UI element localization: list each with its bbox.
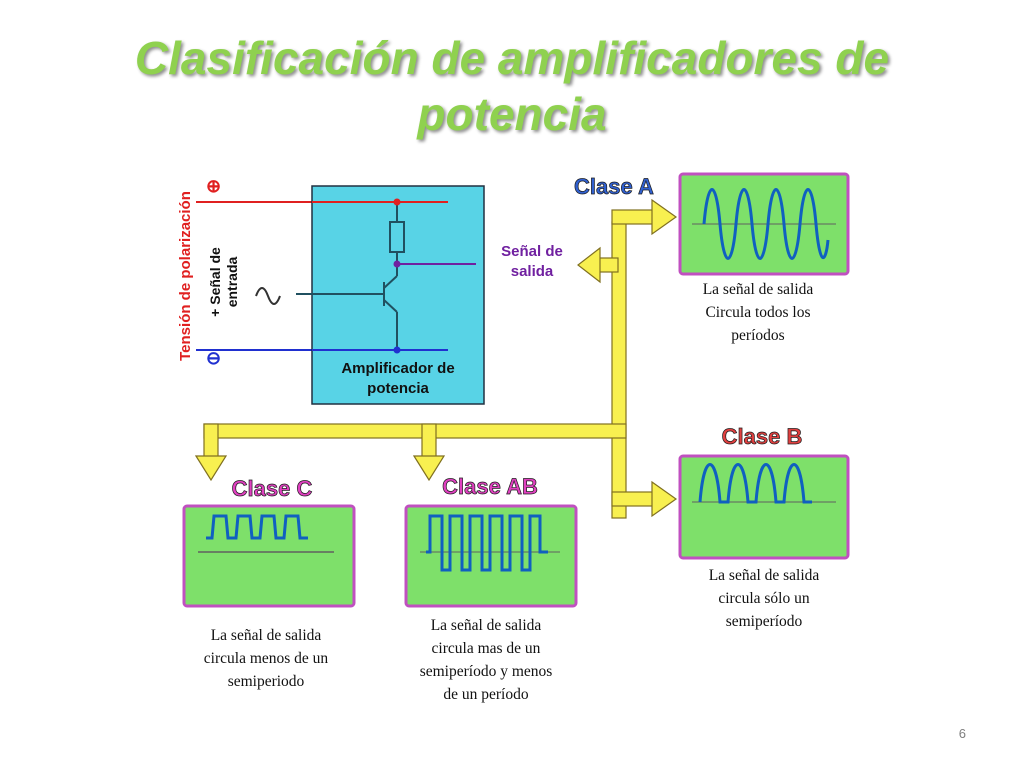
svg-text:semiperíodo: semiperíodo [726,613,803,630]
class-b-panel [678,454,850,560]
output-signal-label-line-1: Señal de [501,243,563,260]
class-c-caption: La señal de salida circula menos de un s… [204,627,329,690]
amplifier-label-line-1: Amplificador de [341,360,454,377]
class-c-panel [182,504,356,608]
svg-text:La señal de salida: La señal de salida [431,617,542,634]
slide-title: Clasificación de amplificadores de poten… [0,30,1024,142]
svg-text:períodos: períodos [731,327,784,344]
input-signal-label-line-2: entrada [224,257,240,308]
svg-text:de un período: de un período [443,686,528,703]
plus-sign: ⊕ [206,176,221,196]
class-ab-caption: La señal de salida circula mas de un sem… [420,617,553,703]
class-c-title: Clase C [232,476,313,501]
svg-text:Circula todos los: Circula todos los [705,304,810,321]
class-a-waveform [702,188,830,260]
svg-text:La señal de salida: La señal de salida [709,567,820,584]
svg-text:circula menos de un: circula menos de un [204,650,329,667]
class-ab-title: Clase AB [442,474,538,499]
page-number: 6 [958,726,966,741]
class-a-title: Clase A [574,174,654,199]
minus-sign: ⊖ [206,348,221,368]
slide-title-line-1: Clasificación de amplificadores de [134,32,890,84]
class-ab-waveform [426,514,548,572]
class-b-caption: La señal de salida circula sólo un semip… [709,567,820,630]
ac-source-icon [255,287,281,305]
output-signal-label-line-2: salida [511,263,554,280]
class-b-title: Clase B [722,424,803,449]
class-a-caption: La señal de salida Circula todos los per… [703,281,814,344]
bias-voltage-label: Tensión de polarización [177,191,194,361]
svg-text:La señal de salida: La señal de salida [703,281,814,298]
svg-text:semiperíodo y menos: semiperíodo y menos [420,663,553,680]
class-c-waveform [206,514,308,540]
transistor-icon [296,275,398,350]
svg-text:La señal de salida: La señal de salida [211,627,322,644]
svg-text:semiperiodo: semiperiodo [228,673,305,690]
slide-title-line-2: potencia [417,88,607,140]
input-signal-label-line-1: + Señal de [207,247,223,317]
class-b-waveform [698,463,812,504]
signal-bus-arrows [194,198,678,519]
amplifier-label-line-2: potencia [367,380,429,397]
svg-text:circula mas de un: circula mas de un [432,640,541,657]
svg-text:circula sólo un: circula sólo un [718,590,810,607]
